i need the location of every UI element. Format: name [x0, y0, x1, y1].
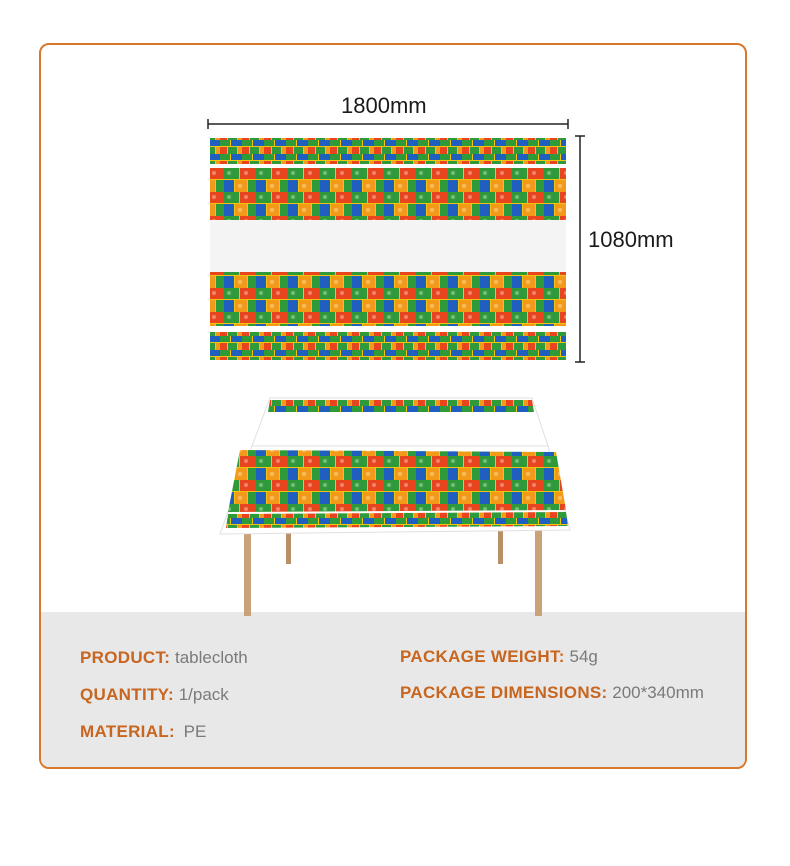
spec-weight-value: 54g: [569, 647, 598, 666]
spec-quantity-value: 1/pack: [178, 685, 229, 704]
spec-dimensions-label: PACKAGE DIMENSIONS:: [400, 683, 608, 702]
width-dimension-line: [207, 119, 569, 129]
width-label: 1800mm: [341, 93, 427, 118]
spec-material-label: MATERIAL:: [80, 722, 175, 741]
spec-panel: [41, 612, 745, 767]
spec-quantity: QUANTITY: 1/pack: [80, 685, 229, 705]
spec-product-value: tablecloth: [174, 648, 248, 667]
spec-dimensions-value: 200*340mm: [612, 683, 704, 702]
table-with-tablecloth-image: [219, 397, 571, 616]
spec-material-value: PE: [183, 722, 207, 741]
height-label: 1080mm: [588, 227, 674, 252]
height-dimension-line: [575, 135, 585, 363]
tablecloth-flat-image: [208, 136, 568, 366]
spec-product-label: PRODUCT:: [80, 648, 171, 667]
spec-weight: PACKAGE WEIGHT: 54g: [400, 647, 598, 667]
spec-weight-label: PACKAGE WEIGHT:: [400, 647, 565, 666]
spec-dimensions: PACKAGE DIMENSIONS: 200*340mm: [400, 683, 704, 703]
spec-material: MATERIAL: PE: [80, 722, 206, 742]
spec-product: PRODUCT: tablecloth: [80, 648, 248, 668]
spec-quantity-label: QUANTITY:: [80, 685, 174, 704]
